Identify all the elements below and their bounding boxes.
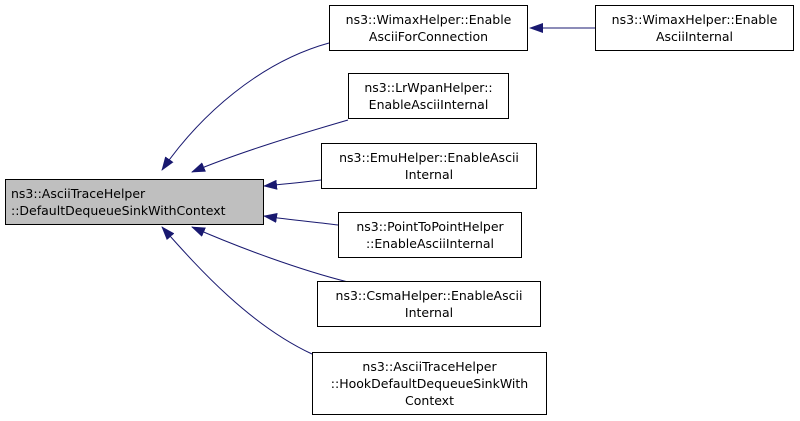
node-line: ::EnableAsciiInternal <box>365 236 495 251</box>
node-line: ns3::WimaxHelper::Enable <box>345 12 512 27</box>
node-line: Internal <box>404 305 454 320</box>
node-line: Internal <box>404 167 454 182</box>
node-root-line-1: ns3::AsciiTraceHelper <box>11 186 146 201</box>
node-csma-enable-ascii-internal[interactable]: ns3::CsmaHelper::EnableAscii Internal <box>317 281 541 327</box>
node-wimax-enable-ascii-for-connection[interactable]: ns3::WimaxHelper::Enable AsciiForConnect… <box>329 5 528 51</box>
node-root-line-2: ::DefaultDequeueSinkWithContext <box>11 203 226 218</box>
edge-emu-to-root <box>263 179 322 190</box>
edge-wimax-to-root <box>161 42 330 171</box>
node-p2p-enable-ascii-internal[interactable]: ns3::PointToPointHelper ::EnableAsciiInt… <box>338 212 522 258</box>
node-line: AsciiInternal <box>655 29 734 44</box>
node-line: ns3::AsciiTraceHelper <box>362 359 497 374</box>
node-line: Context <box>405 393 454 408</box>
node-line: EnableAsciiInternal <box>368 97 489 112</box>
node-line: ::HookDefaultDequeueSinkWith <box>330 376 529 391</box>
node-line: ns3::EmuHelper::EnableAscii <box>339 150 519 165</box>
node-lrwpan-enable-ascii-internal[interactable]: ns3::LrWpanHelper:: EnableAsciiInternal <box>348 73 509 119</box>
edge-lrwpan-to-root <box>191 119 349 173</box>
edge-p2p-to-root <box>263 213 339 226</box>
node-line: ns3::WimaxHelper::Enable <box>611 12 778 27</box>
node-root-default-dequeue-sink-with-context[interactable]: ns3::AsciiTraceHelper ::DefaultDequeueSi… <box>5 179 264 225</box>
node-line: ns3::LrWpanHelper:: <box>364 80 493 95</box>
node-ascii-hook-default-dequeue-sink-with-context[interactable]: ns3::AsciiTraceHelper ::HookDefaultDeque… <box>312 352 547 415</box>
edge-csma-to-root <box>191 226 349 283</box>
node-line: ns3::CsmaHelper::EnableAscii <box>335 288 523 303</box>
node-wimax-enable-ascii-internal[interactable]: ns3::WimaxHelper::Enable AsciiInternal <box>595 5 794 51</box>
node-line: ns3::PointToPointHelper <box>356 219 504 234</box>
edge-hook-to-root <box>161 226 313 355</box>
node-emu-enable-ascii-internal[interactable]: ns3::EmuHelper::EnableAscii Internal <box>321 143 537 189</box>
node-line: AsciiForConnection <box>368 29 489 44</box>
